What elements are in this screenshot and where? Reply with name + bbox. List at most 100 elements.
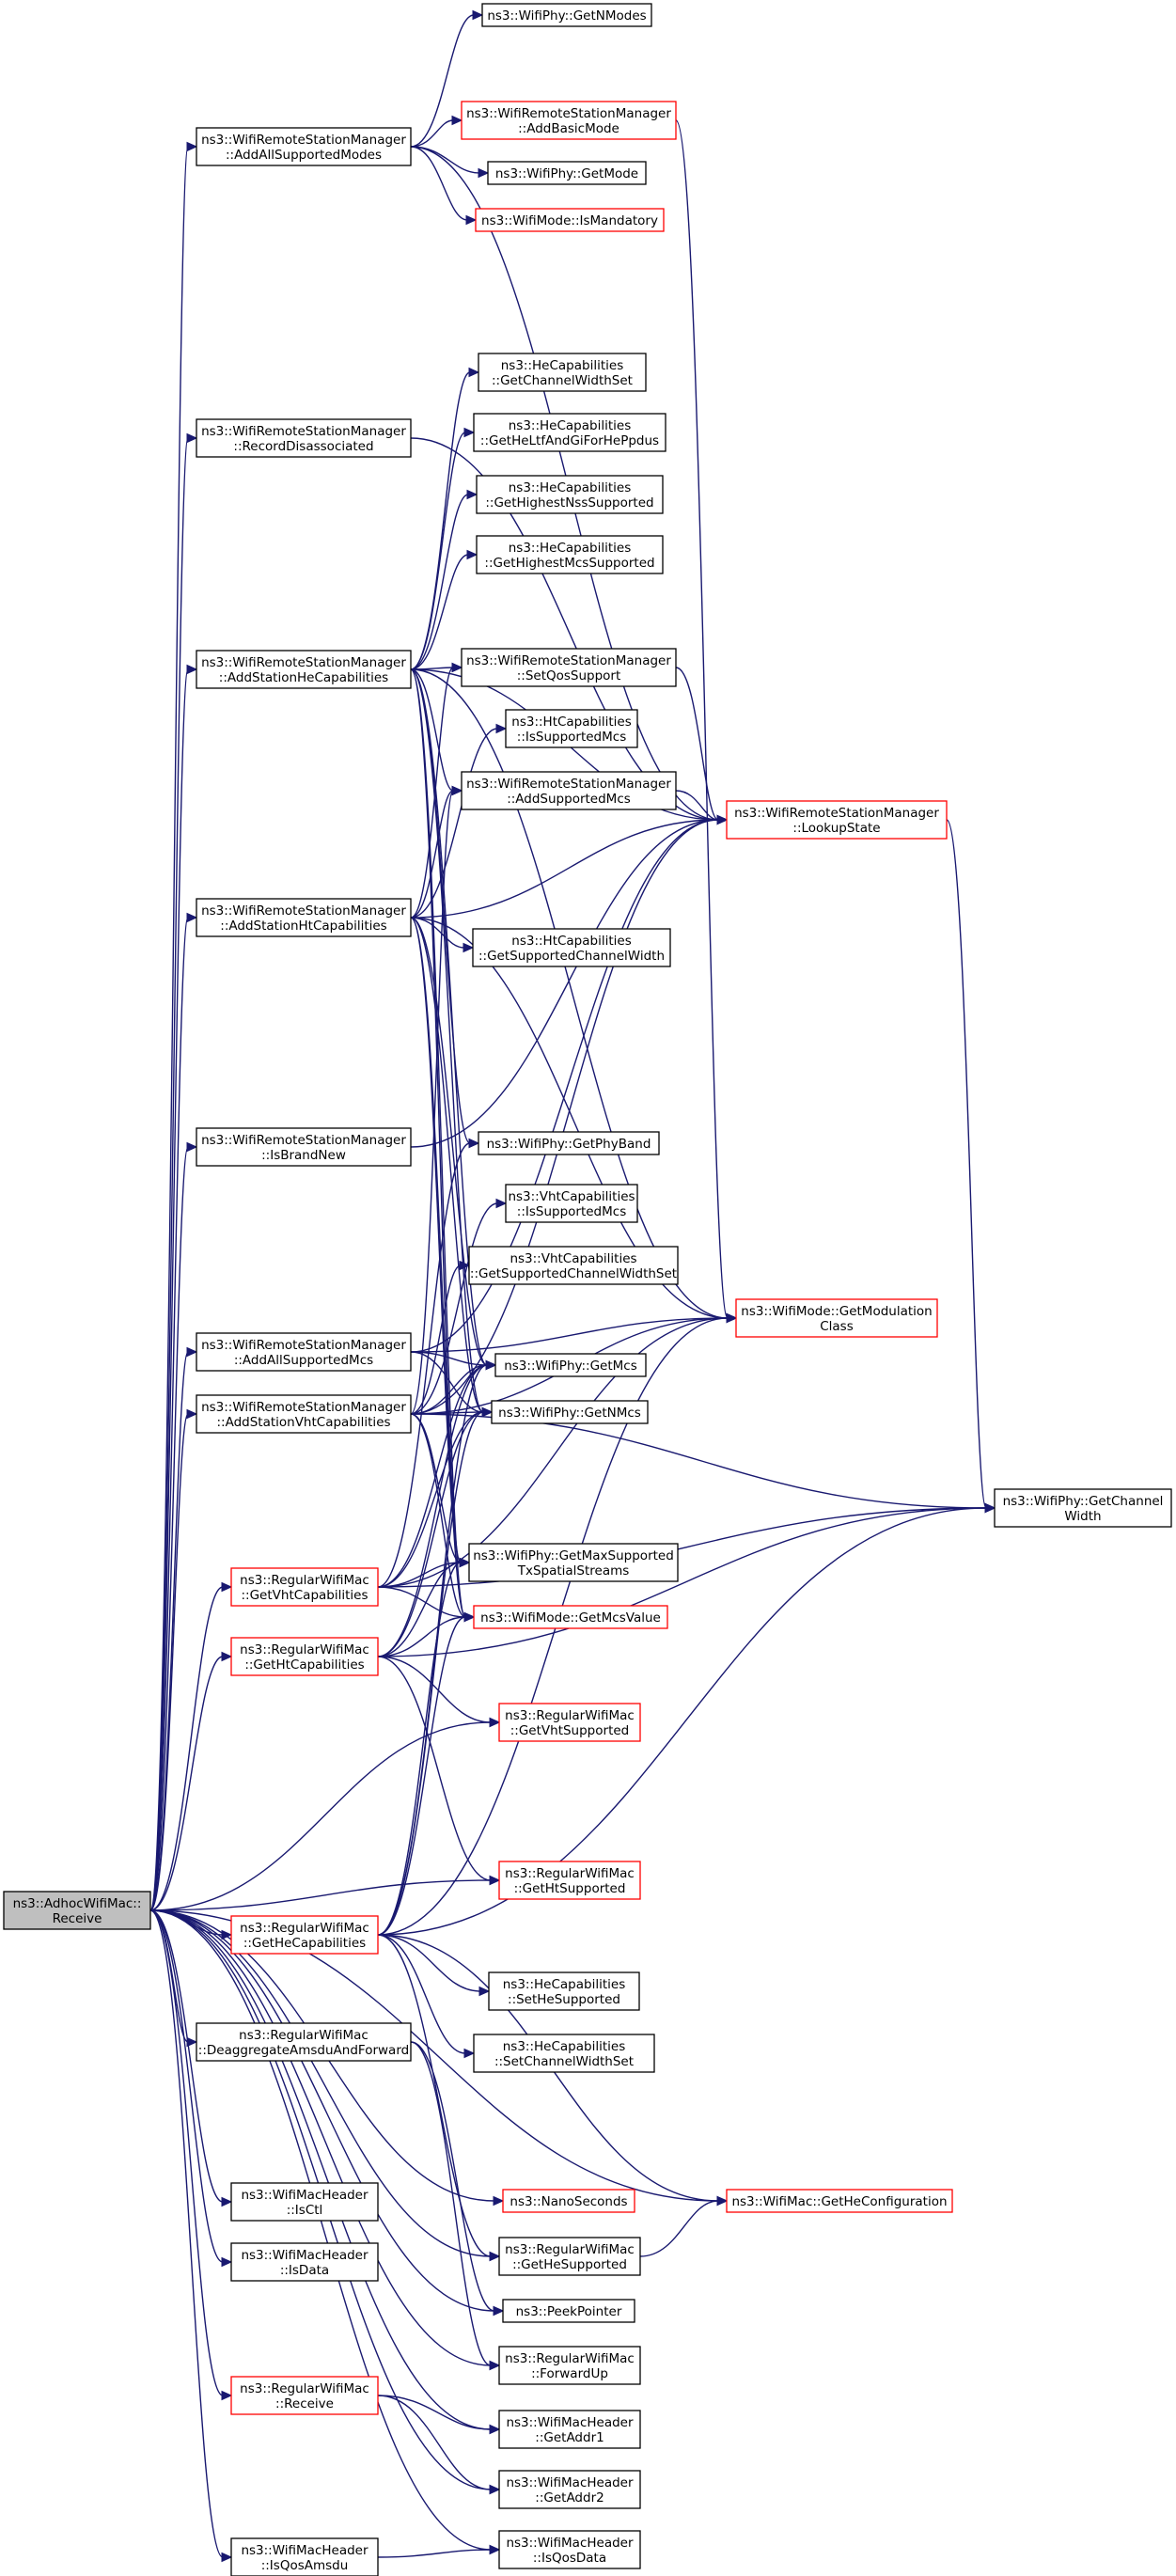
function-node-box: [481, 3, 652, 27]
call-edge: [410, 1202, 498, 1415]
function-node-label: ns3::WifiRemoteStationManager: [466, 653, 671, 668]
function-node-label: ::GetHeSupported: [512, 2257, 627, 2272]
function-node[interactable]: ns3::RegularWifiMac::GetHeSupported: [498, 2237, 641, 2276]
function-node[interactable]: ns3::RegularWifiMac::DeaggregateAmsduAnd…: [196, 2022, 412, 2062]
function-node-box: [498, 2470, 641, 2509]
function-node[interactable]: ns3::HeCapabilities::GetHeLtfAndGiForHeP…: [473, 413, 666, 452]
call-edge-arrowhead: [726, 1312, 738, 1324]
function-node-label: ns3::WifiPhy::GetNModes: [487, 8, 646, 24]
function-node[interactable]: ns3::HtCapabilities::IsSupportedMcs: [505, 709, 638, 748]
function-node-label: ns3::WifiRemoteStationManager: [201, 903, 406, 919]
function-node[interactable]: ns3::RegularWifiMac::GetHtCapabilities: [230, 1637, 379, 1676]
call-edge-arrowhead: [468, 367, 480, 378]
function-node[interactable]: ns3::WifiPhy::GetNModes: [481, 3, 652, 27]
function-node[interactable]: ns3::HeCapabilities::SetHeSupported: [488, 1971, 640, 2011]
function-node-label: ns3::HeCapabilities: [503, 1977, 625, 1992]
function-node-label: ::GetAddr1: [535, 2430, 604, 2445]
function-node-box: [488, 1971, 640, 2011]
function-node-label: ns3::HeCapabilities: [509, 541, 631, 556]
function-node[interactable]: ns3::HeCapabilities::GetChannelWidthSet: [478, 353, 647, 392]
call-edge: [675, 119, 729, 1319]
function-node[interactable]: ns3::RegularWifiMac::Receive: [230, 2376, 379, 2415]
function-node[interactable]: ns3::NanoSeconds: [502, 2189, 635, 2213]
function-node[interactable]: ns3::WifiRemoteStationManager::AddAllSup…: [196, 1332, 412, 1372]
function-node[interactable]: ns3::WifiMacHeader::IsData: [230, 2242, 379, 2282]
function-node-label: ::IsBrandNew: [261, 1148, 346, 1163]
function-node[interactable]: ns3::PeekPointer: [502, 2299, 635, 2323]
call-edge: [410, 917, 484, 1413]
call-edge: [410, 917, 488, 1366]
function-node[interactable]: ns3::WifiRemoteStationManager::LookupSta…: [726, 800, 948, 840]
function-node[interactable]: ns3::WifiPhy::GetPhyBand: [478, 1131, 660, 1155]
function-node-label: ::GetSupportedChannelWidthSet: [470, 1266, 677, 1281]
function-node-label: ::Receive: [275, 2396, 334, 2411]
function-node[interactable]: ns3::WifiPhy::GetNMcs: [491, 1400, 649, 1424]
function-node[interactable]: ns3::WifiPhy::GetMaxSupportedTxSpatialSt…: [468, 1543, 679, 1582]
call-edge-arrowhead: [489, 1717, 501, 1728]
function-node[interactable]: ns3::WifiMode::GetMcsValue: [473, 1605, 668, 1629]
call-edge: [377, 2549, 492, 2558]
function-node[interactable]: ns3::RegularWifiMac::GetVhtSupported: [498, 1703, 641, 1742]
function-node-box: [726, 2189, 953, 2213]
function-node[interactable]: ns3::WifiMode::IsMandatory: [475, 208, 665, 232]
function-node-label: ::IsCtl: [287, 2203, 323, 2218]
function-node[interactable]: ns3::WifiRemoteStationManager::IsBrandNe…: [196, 1127, 412, 1167]
function-node[interactable]: ns3::WifiMacHeader::IsQosData: [498, 2530, 641, 2569]
call-edge: [377, 1411, 484, 1936]
function-node-label: ::GetHighestNssSupported: [485, 495, 653, 510]
function-node-label: ns3::RegularWifiMac: [505, 2351, 635, 2366]
call-edge-arrowhead: [466, 549, 478, 560]
call-edges: [149, 9, 996, 2563]
function-node[interactable]: ns3::WifiMacHeader::GetAddr2: [498, 2470, 641, 2509]
function-node[interactable]: ns3::HeCapabilities::SetChannelWidthSet: [473, 2034, 655, 2073]
call-edge-arrowhead: [984, 1502, 996, 1514]
call-edge: [149, 1909, 224, 2263]
function-node[interactable]: ns3::RegularWifiMac::ForwardUp: [498, 2346, 641, 2385]
function-node-box: [3, 1891, 151, 1930]
function-node[interactable]: ns3::VhtCapabilities::GetSupportedChanne…: [468, 1246, 679, 1285]
function-node-label: ns3::WifiRemoteStationManager: [201, 1133, 406, 1148]
function-node[interactable]: ns3::WifiMac::GetHeConfiguration: [726, 2189, 953, 2213]
call-edge: [410, 667, 454, 919]
function-node-label: ::GetChannelWidthSet: [492, 373, 633, 388]
function-node-label: ns3::RegularWifiMac: [505, 1866, 635, 1881]
function-node-box: [475, 208, 665, 232]
function-node-label: ::GetVhtCapabilities: [242, 1588, 368, 1603]
call-edge: [675, 790, 719, 821]
function-node-label: ns3::RegularWifiMac: [240, 1573, 369, 1588]
function-node[interactable]: ns3::WifiRemoteStationManager::AddSuppor…: [461, 771, 677, 810]
call-edge-arrowhead: [478, 167, 490, 179]
call-edge: [410, 728, 498, 919]
call-edge: [410, 790, 454, 1415]
function-node-label: ns3::WifiMacHeader: [241, 2188, 368, 2203]
call-edge: [410, 371, 471, 670]
function-node[interactable]: ns3::WifiMacHeader::GetAddr1: [498, 2410, 641, 2449]
function-node[interactable]: ns3::WifiRemoteStationManager::AddBasicM…: [461, 101, 677, 140]
function-node[interactable]: ns3::WifiRemoteStationManager::RecordDis…: [196, 418, 412, 458]
function-node[interactable]: ns3::WifiPhy::GetMode: [487, 161, 647, 185]
function-node[interactable]: ns3::RegularWifiMac::GetHeCapabilities: [230, 1915, 379, 1955]
function-node[interactable]: ns3::VhtCapabilities::IsSupportedMcs: [505, 1184, 638, 1223]
call-edge: [377, 1507, 987, 1588]
call-edge: [149, 1909, 492, 2430]
function-node[interactable]: ns3::WifiRemoteStationManager::AddStatio…: [196, 650, 412, 689]
call-edge-arrowhead: [186, 141, 198, 152]
function-node-label: ns3::WifiMacHeader: [506, 2536, 634, 2551]
function-node[interactable]: ns3::WifiPhy::GetChannelWidth: [994, 1488, 1172, 1528]
function-node[interactable]: ns3::HeCapabilities::GetHighestMcsSuppor…: [476, 535, 664, 574]
function-node[interactable]: ns3::WifiRemoteStationManager::AddStatio…: [196, 898, 412, 937]
function-node[interactable]: ns3::RegularWifiMac::GetVhtCapabilities: [230, 1567, 379, 1607]
function-node[interactable]: ns3::WifiRemoteStationManager::SetQosSup…: [461, 648, 677, 687]
function-node[interactable]: ns3::HeCapabilities::GetHighestNssSuppor…: [476, 475, 664, 514]
function-node[interactable]: ns3::HtCapabilities::GetSupportedChannel…: [472, 928, 671, 967]
function-node[interactable]: ns3::WifiPhy::GetMcs: [494, 1353, 647, 1377]
call-edge-arrowhead: [465, 214, 478, 226]
function-node[interactable]: ns3::WifiRemoteStationManager::AddAllSup…: [196, 127, 412, 166]
function-node[interactable]: ns3::WifiMacHeader::IsQosAmsdu: [230, 2537, 379, 2576]
function-node-label: ::IsQosAmsdu: [261, 2558, 349, 2573]
function-node[interactable]: ns3::WifiRemoteStationManager::AddStatio…: [196, 1394, 412, 1434]
function-node[interactable]: ns3::RegularWifiMac::GetHtSupported: [498, 1861, 641, 1900]
call-edge: [377, 1616, 466, 1936]
function-node[interactable]: ns3::WifiMacHeader::IsCtl: [230, 2182, 379, 2222]
